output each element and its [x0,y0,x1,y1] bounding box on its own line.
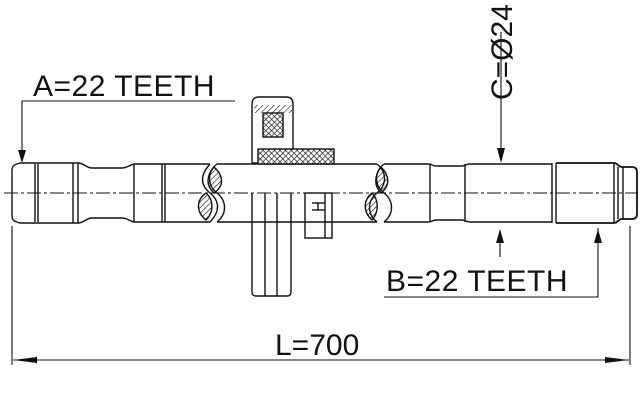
arrow-b-2 [594,229,602,243]
break-hatch-center-2 [364,192,378,221]
dimension-a-leader [21,100,235,160]
label-a-teeth: A=22 TEETH [33,70,216,103]
arrow-l-right [605,357,629,363]
label-length: L=700 [275,329,360,362]
label-b-teeth: B=22 TEETH [386,265,569,298]
label-c-diameter: C=Ø24 [486,4,519,100]
break-hatch-left-2 [197,192,213,221]
left-shaft-segment [11,162,219,224]
arrow-b-1 [496,229,504,243]
arrow-a [18,150,26,163]
dimension-l-line [11,226,631,365]
damper-weight [251,96,335,165]
arrow-c [497,148,505,163]
arrow-l-left [13,357,37,363]
right-shaft-segment [375,162,638,224]
bearing-bracket [251,192,333,297]
